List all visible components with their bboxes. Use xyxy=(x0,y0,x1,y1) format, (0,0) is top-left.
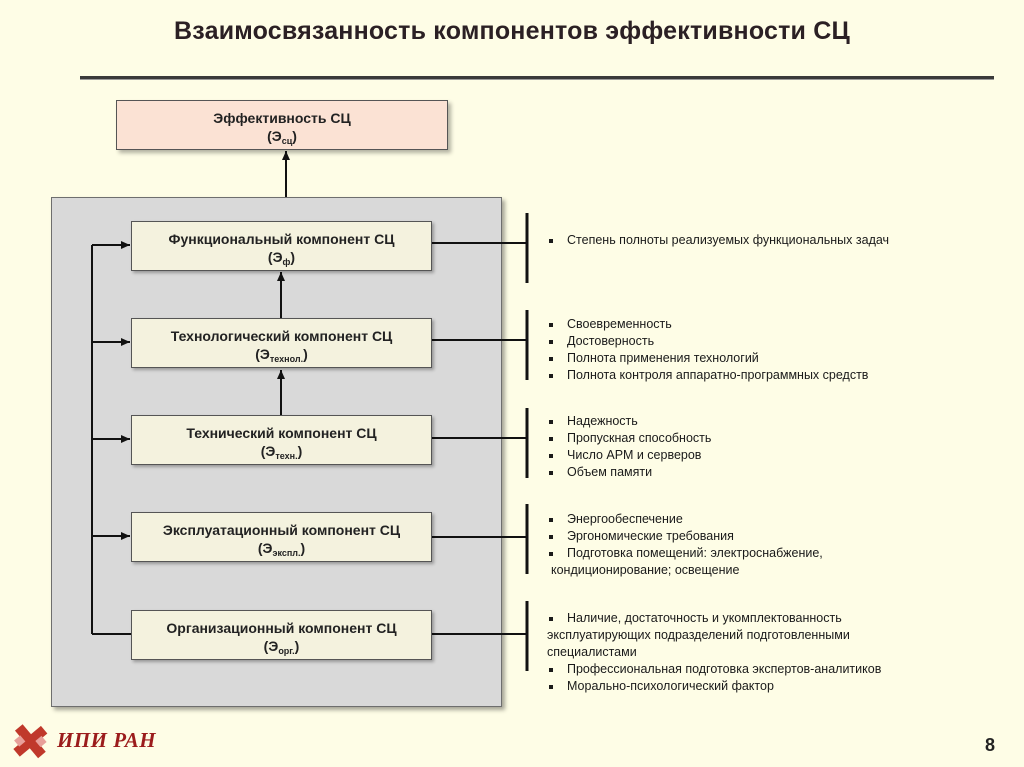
functional-component-box: Функциональный компонент СЦ (Эф) xyxy=(131,221,432,271)
technological-criteria-list: Своевременность Достоверность Полнота пр… xyxy=(547,316,947,384)
list-item: Степень полноты реализуемых функциональн… xyxy=(547,232,947,249)
list-item: Полнота применения технологий xyxy=(547,350,947,367)
component-symbol: (Эф) xyxy=(267,249,296,267)
component-label: Функциональный компонент СЦ xyxy=(168,231,395,247)
component-label: Эксплуатационный компонент СЦ xyxy=(162,522,401,538)
operational-component-box: Эксплуатационный компонент СЦ (Ээкспл.) xyxy=(131,512,432,562)
component-symbol: (Этехн.) xyxy=(260,443,303,461)
efficiency-label: Эффективность СЦ xyxy=(213,110,351,126)
operational-criteria-list: Энергообеспечение Эргономические требова… xyxy=(547,511,947,579)
list-item: Объем памяти xyxy=(547,464,947,481)
list-item-continuation: специалистами xyxy=(547,645,637,659)
list-item: Число АРМ и серверов xyxy=(547,447,947,464)
list-item: Энергообеспечение xyxy=(547,511,947,528)
technical-component-box: Технический компонент СЦ (Этехн.) xyxy=(131,415,432,465)
component-label: Технический компонент СЦ xyxy=(186,425,377,441)
list-item: Надежность xyxy=(547,413,947,430)
logo-text: ИПИ РАН xyxy=(57,728,157,752)
slide-title: Взаимосвязанность компонентов эффективно… xyxy=(174,17,850,45)
title-divider xyxy=(80,76,994,80)
component-symbol: (Ээкспл.) xyxy=(257,540,306,558)
page-number: 8 xyxy=(985,735,996,755)
organizational-component-box: Организационный компонент СЦ (Эорг.) xyxy=(131,610,432,660)
list-item: Эргономические требования xyxy=(547,528,947,545)
organizational-criteria-list: Наличие, достаточность и укомплектованно… xyxy=(547,610,947,695)
list-item: Профессиональная подготовка экспертов-ан… xyxy=(547,661,947,678)
list-item: Пропускная способность xyxy=(547,430,947,447)
component-symbol: (Этехнол.) xyxy=(255,346,308,364)
technological-component-box: Технологический компонент СЦ (Этехнол.) xyxy=(131,318,432,368)
list-item: Полнота контроля аппаратно-программных с… xyxy=(547,367,947,384)
list-item: Подготовка помещений: электроснабжение, xyxy=(547,545,947,562)
efficiency-symbol: (Эсц) xyxy=(267,128,297,146)
component-symbol: (Эорг.) xyxy=(263,638,300,656)
list-item: Достоверность xyxy=(547,333,947,350)
list-item: Своевременность xyxy=(547,316,947,333)
list-item-continuation: эксплуатирующих подразделений подготовле… xyxy=(547,628,850,642)
functional-criteria-list: Степень полноты реализуемых функциональн… xyxy=(547,232,947,249)
list-item: Наличие, достаточность и укомплектованно… xyxy=(547,610,947,627)
efficiency-box: Эффективность СЦ (Эсц) xyxy=(116,100,448,150)
technical-criteria-list: Надежность Пропускная способность Число … xyxy=(547,413,947,481)
component-label: Организационный компонент СЦ xyxy=(166,620,397,636)
ipi-ran-logo-icon xyxy=(13,724,48,759)
component-label: Технологический компонент СЦ xyxy=(170,328,393,344)
list-item: Морально-психологический фактор xyxy=(547,678,947,695)
list-item-continuation: кондиционирование; освещение xyxy=(551,563,740,577)
